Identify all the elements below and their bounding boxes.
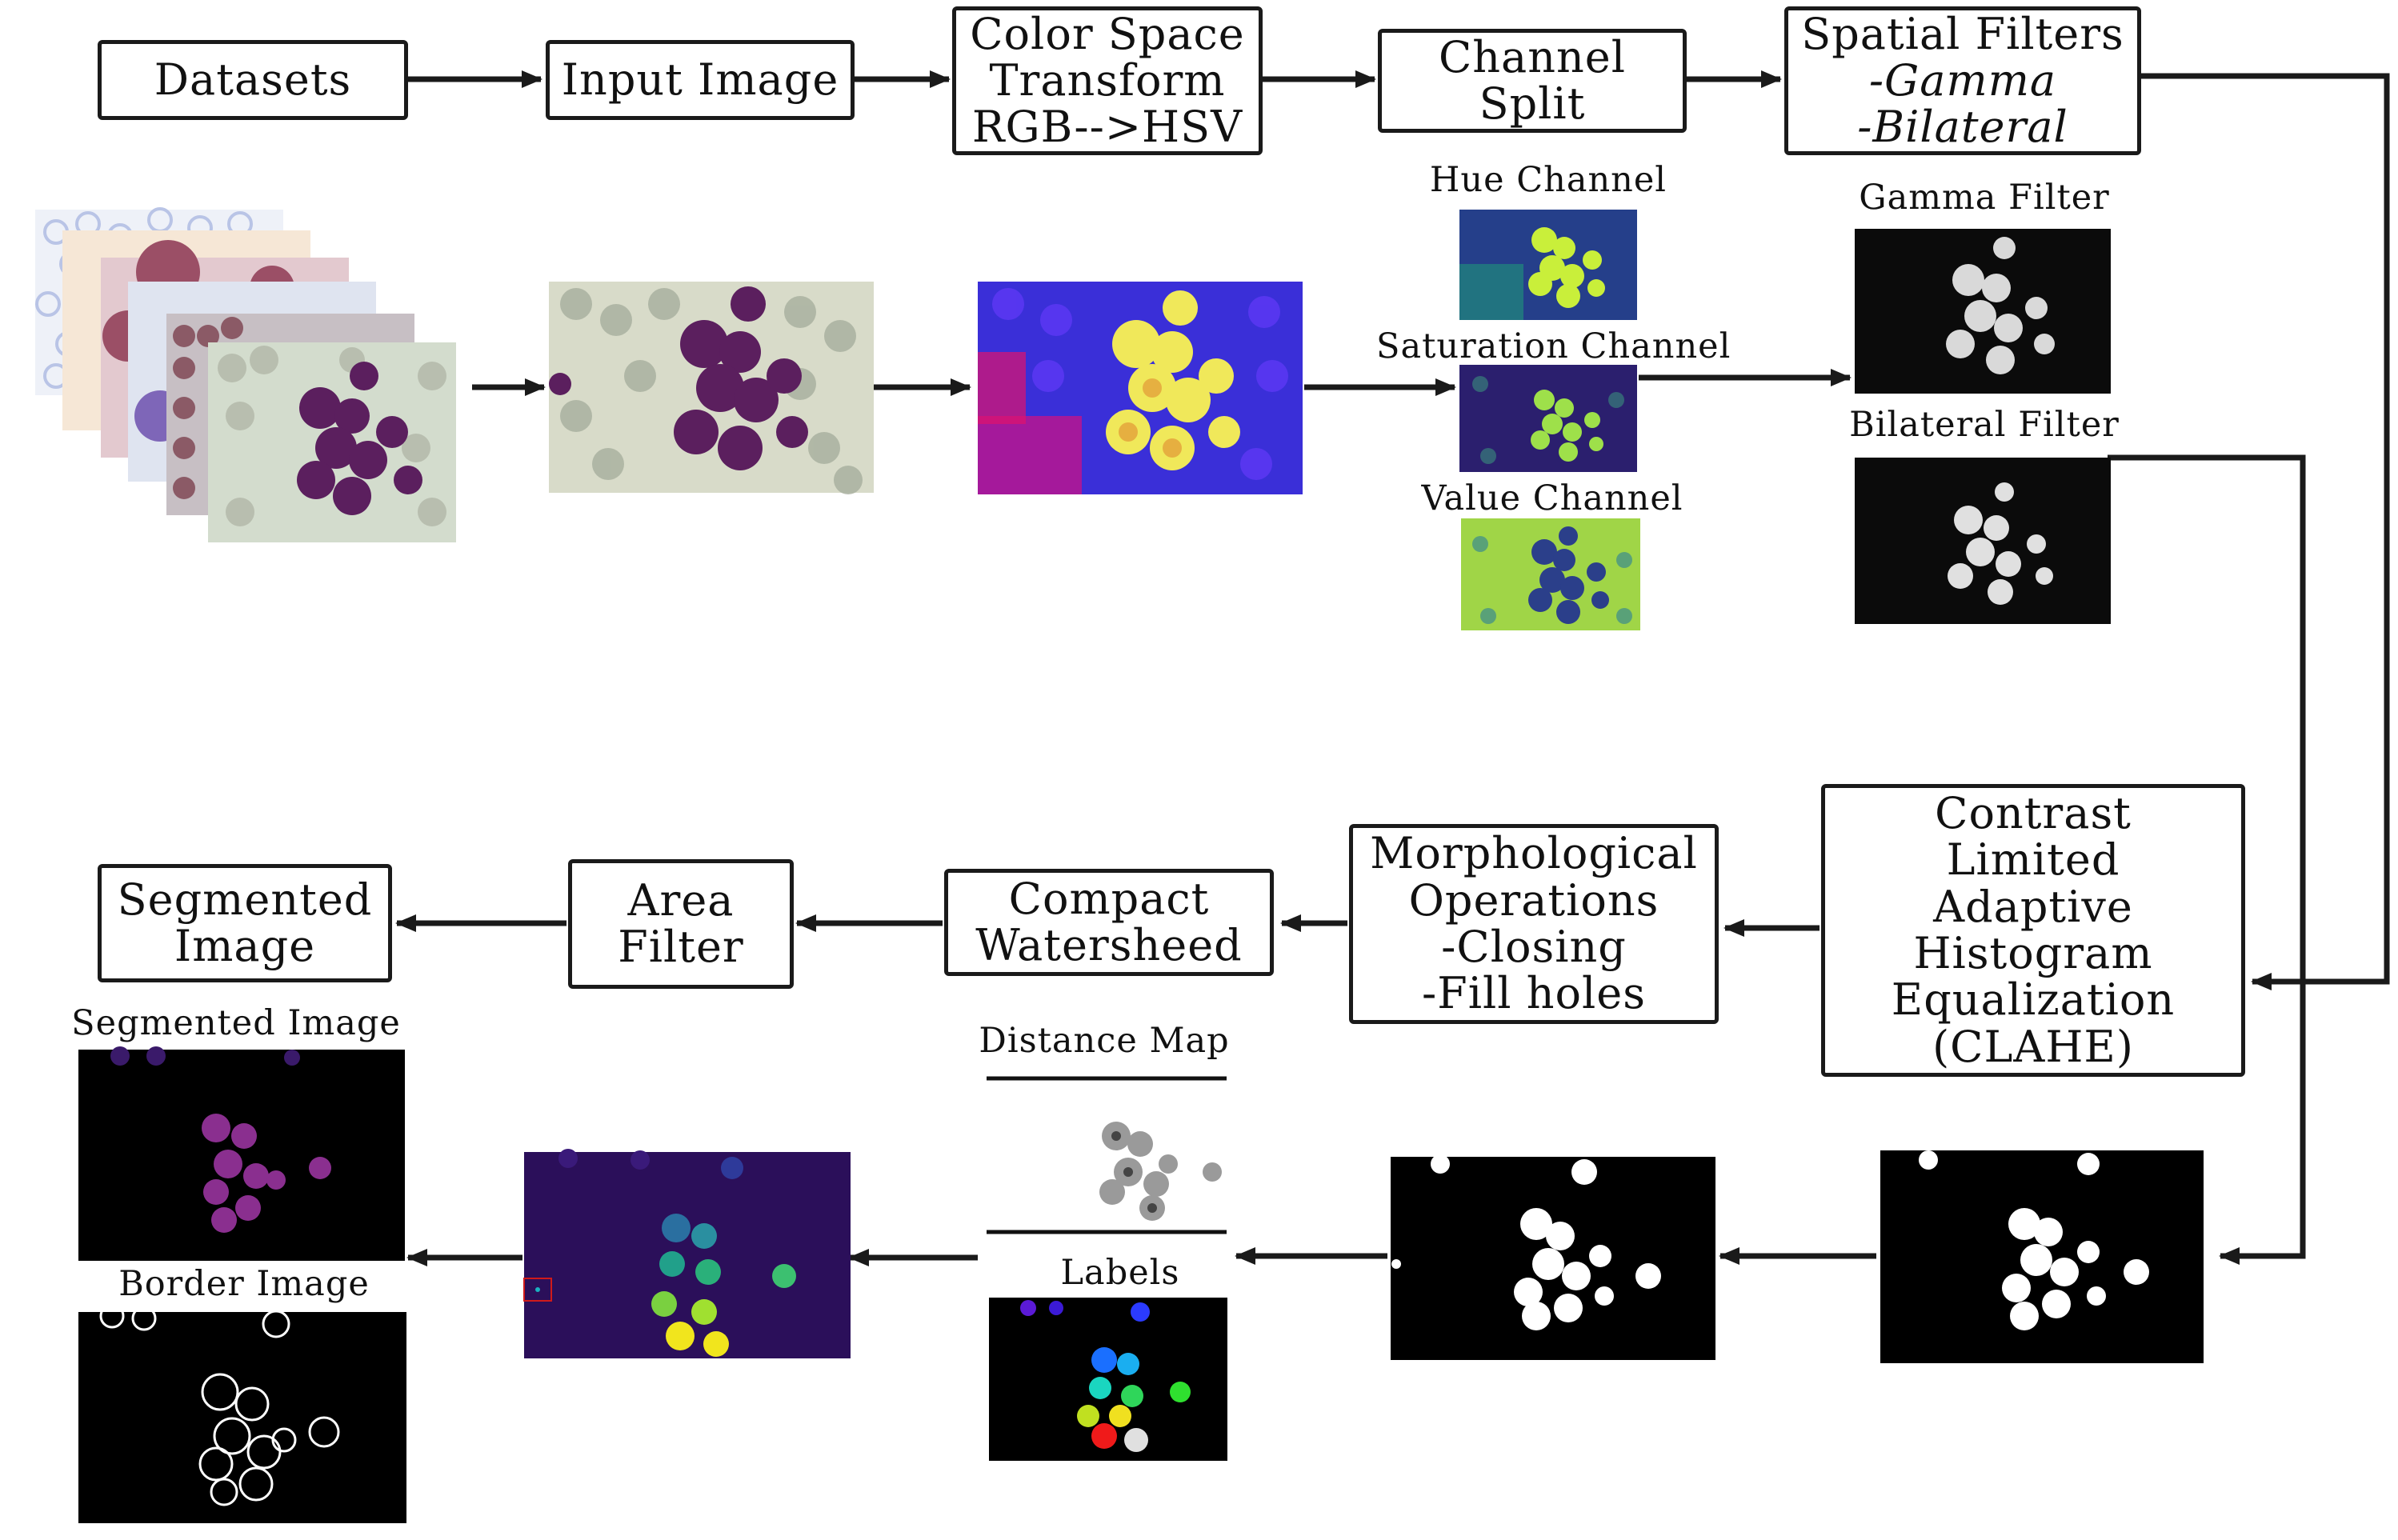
channel-split-box: Channel Split bbox=[1378, 29, 1687, 133]
input-image-label: Input Image bbox=[561, 54, 839, 105]
segmented-image-caption: Segmented Image bbox=[71, 1003, 401, 1043]
clahe-line-5: Equalization bbox=[1891, 974, 2176, 1026]
area-filter-box: Area Filter bbox=[568, 859, 794, 989]
distance-map-caption: Distance Map bbox=[979, 1021, 1230, 1061]
segmented-image-box: Segmented Image bbox=[98, 864, 392, 982]
color-space-line-3: RGB-->HSV bbox=[971, 102, 1243, 153]
input-image-thumb bbox=[549, 282, 874, 494]
border-image-caption: Border Image bbox=[118, 1264, 370, 1304]
value-channel-thumb bbox=[1461, 518, 1640, 630]
saturation-channel-thumb bbox=[1459, 365, 1637, 472]
spatial-filters-line-1: Spatial Filters bbox=[1801, 8, 2124, 59]
morphological-box: Morphological Operations -Closing -Fill … bbox=[1349, 824, 1719, 1024]
labels-thumb bbox=[989, 1298, 1227, 1461]
clahe-mask-thumb bbox=[1880, 1150, 2204, 1363]
hue-channel-thumb bbox=[1459, 210, 1637, 320]
area-filter-line-1: Area bbox=[627, 874, 735, 926]
input-image-box: Input Image bbox=[546, 40, 855, 120]
arrow-spatial-clahe bbox=[2140, 73, 2390, 990]
compact-watershed-line-1: Compact bbox=[1008, 873, 1210, 924]
clahe-line-6: (CLAHE) bbox=[1932, 1021, 2134, 1072]
clahe-box: Contrast Limited Adaptive Histogram Equa… bbox=[1821, 784, 2245, 1077]
morphological-line-2: Operations bbox=[1408, 874, 1659, 926]
morph-mask-thumb bbox=[1391, 1154, 1715, 1360]
color-space-line-2: Transform bbox=[989, 54, 1226, 106]
color-space-line-1: Color Space bbox=[970, 8, 1245, 59]
compact-watershed-line-2: Watersheed bbox=[975, 920, 1243, 970]
hsv-image-thumb bbox=[978, 282, 1303, 494]
segmented-image-line-2: Image bbox=[174, 921, 316, 971]
datasets-box: Datasets bbox=[98, 40, 408, 120]
morphological-line-1: Morphological bbox=[1370, 828, 1698, 879]
gamma-filter-thumb bbox=[1855, 229, 2111, 394]
value-channel-caption: Value Channel bbox=[1421, 478, 1683, 518]
hue-channel-caption: Hue Channel bbox=[1429, 160, 1667, 200]
channel-split-line-2: Split bbox=[1479, 78, 1586, 129]
clahe-line-3: Adaptive bbox=[1933, 881, 2133, 932]
labels-caption: Labels bbox=[1060, 1253, 1180, 1293]
distance-map-thumb bbox=[987, 1074, 1227, 1234]
arrow-bilateral-mask bbox=[2108, 454, 2306, 1265]
color-space-box: Color Space Transform RGB-->HSV bbox=[952, 6, 1263, 155]
area-filter-thumb bbox=[523, 1149, 851, 1358]
morphological-line-4: -Fill holes bbox=[1422, 968, 1646, 1019]
datasets-label: Datasets bbox=[154, 54, 352, 105]
bilateral-filter-caption: Bilateral Filter bbox=[1849, 405, 2120, 445]
segmented-image-thumb bbox=[78, 1046, 405, 1261]
clahe-line-1: Contrast bbox=[1935, 788, 2132, 839]
gamma-filter-caption: Gamma Filter bbox=[1859, 178, 2110, 218]
clahe-line-2: Limited bbox=[1946, 834, 2120, 886]
compact-watershed-box: Compact Watersheed bbox=[944, 869, 1274, 976]
morphological-line-3: -Closing bbox=[1441, 922, 1627, 972]
clahe-line-4: Histogram bbox=[1913, 928, 2153, 978]
bilateral-filter-thumb bbox=[1855, 458, 2111, 624]
saturation-channel-caption: Saturation Channel bbox=[1376, 326, 1731, 366]
spatial-filters-line-3: -Bilateral bbox=[1857, 102, 2068, 153]
dataset-image-stack bbox=[35, 207, 456, 542]
segmented-image-line-1: Segmented bbox=[117, 874, 373, 925]
spatial-filters-line-2: -Gamma bbox=[1868, 54, 2057, 106]
border-image-thumb bbox=[78, 1303, 406, 1523]
spatial-filters-box: Spatial Filters -Gamma -Bilateral bbox=[1784, 6, 2141, 155]
area-filter-line-2: Filter bbox=[618, 922, 744, 972]
channel-split-line-1: Channel bbox=[1438, 31, 1627, 82]
